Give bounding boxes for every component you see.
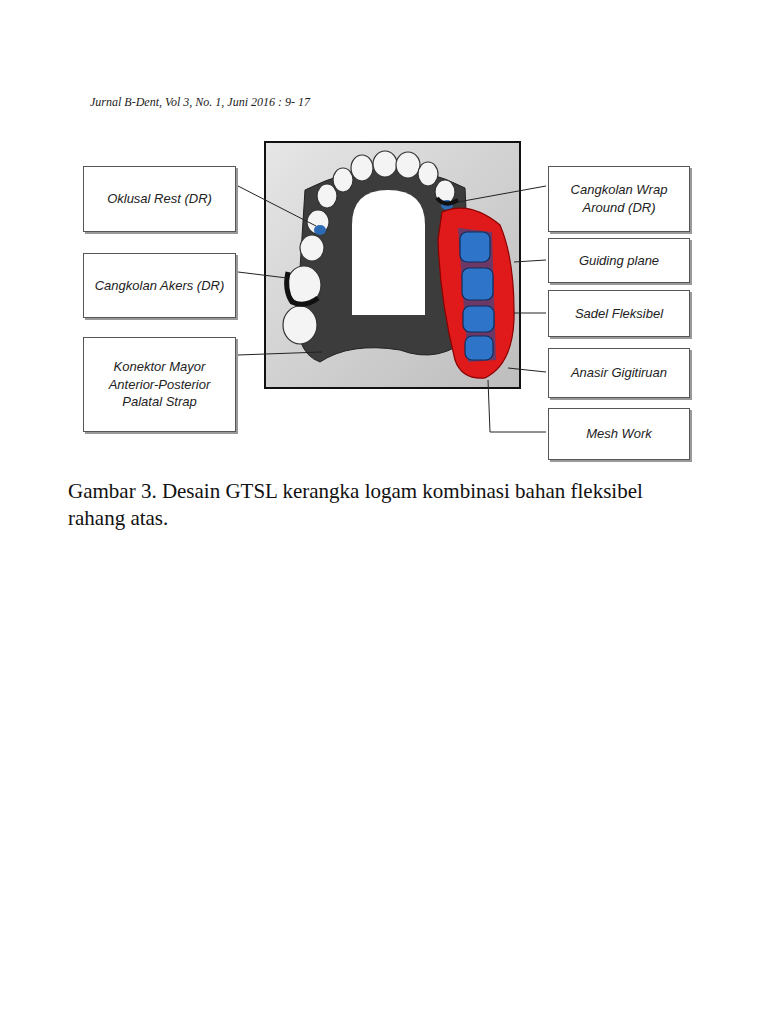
label-box: Cangkolan Akers (DR)	[83, 253, 236, 318]
journal-header: Jurnal B-Dent, Vol 3, No. 1, Juni 2016 :…	[90, 95, 310, 110]
label-text: Cangkolan Wrap Around (DR)	[555, 181, 683, 216]
label-text: Guiding plane	[579, 252, 659, 270]
label-text: Sadel Fleksibel	[575, 305, 663, 323]
label-text: Cangkolan Akers (DR)	[95, 277, 225, 295]
figure-caption: Gambar 3. Desain GTSL kerangka logam kom…	[68, 478, 698, 533]
label-box: Konektor Mayor Anterior-Posterior Palata…	[83, 337, 236, 432]
label-text: Mesh Work	[586, 425, 652, 443]
label-box: Mesh Work	[548, 408, 690, 460]
label-text: Oklusal Rest (DR)	[107, 190, 212, 208]
label-text: Konektor Mayor Anterior-Posterior Palata…	[90, 358, 229, 411]
label-text: Anasir Gigitiruan	[571, 364, 667, 382]
label-box: Sadel Fleksibel	[548, 290, 690, 337]
label-box: Anasir Gigitiruan	[548, 348, 690, 398]
label-box: Guiding plane	[548, 238, 690, 283]
label-box: Cangkolan Wrap Around (DR)	[548, 166, 690, 232]
label-box: Oklusal Rest (DR)	[83, 166, 236, 232]
